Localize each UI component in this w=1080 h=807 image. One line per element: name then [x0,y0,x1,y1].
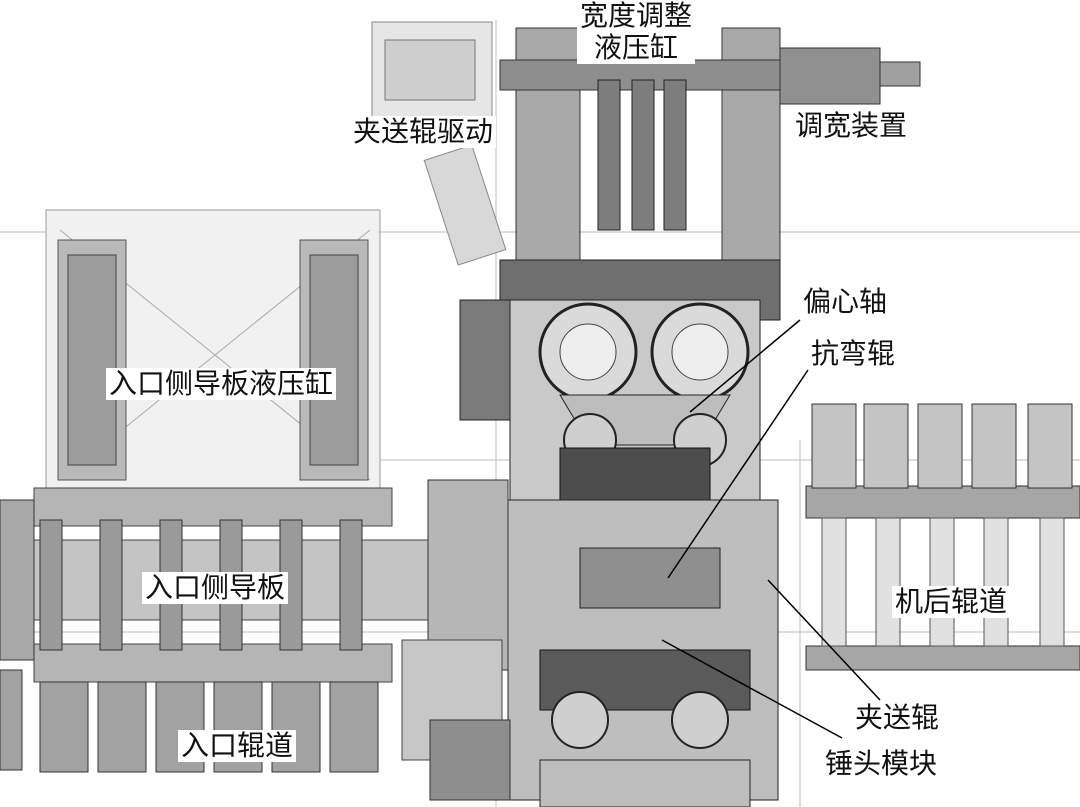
leader-lines [661,319,881,739]
label-entry-side-guide: 入口侧导板 [142,572,289,604]
label-width-adjust-device: 调宽装置 [792,110,911,142]
label-pinch-roll-drive: 夹送辊驱动 [350,116,497,148]
central-housing [459,27,921,501]
label-entry-side-guide-cylinder: 入口侧导板液压缸 [106,368,337,400]
label-hammer-module: 锤头模块 [822,748,941,780]
lower-housing [401,479,779,807]
label-width-adjust-cylinder-line2: 液压缸 [594,31,679,64]
label-exit-roller-table: 机后辊道 [892,586,1011,618]
label-entry-roller-table: 入口辊道 [178,730,297,762]
entry-side-guide-cylinder-panel [45,209,381,491]
pinch-roll-drive-body [371,21,507,266]
label-eccentric-shaft: 偏心轴 [800,286,891,318]
exit-roller-table [805,403,1080,671]
label-width-adjust-cylinder-line1: 宽度调整 [580,0,693,32]
eccentric-shaft-rolls [538,302,750,505]
label-width-adjust-cylinder: 宽度调整 液压缸 [577,0,696,64]
label-anti-bending-roll: 抗弯辊 [808,338,899,370]
label-pinch-roll: 夹送辊 [852,702,943,734]
